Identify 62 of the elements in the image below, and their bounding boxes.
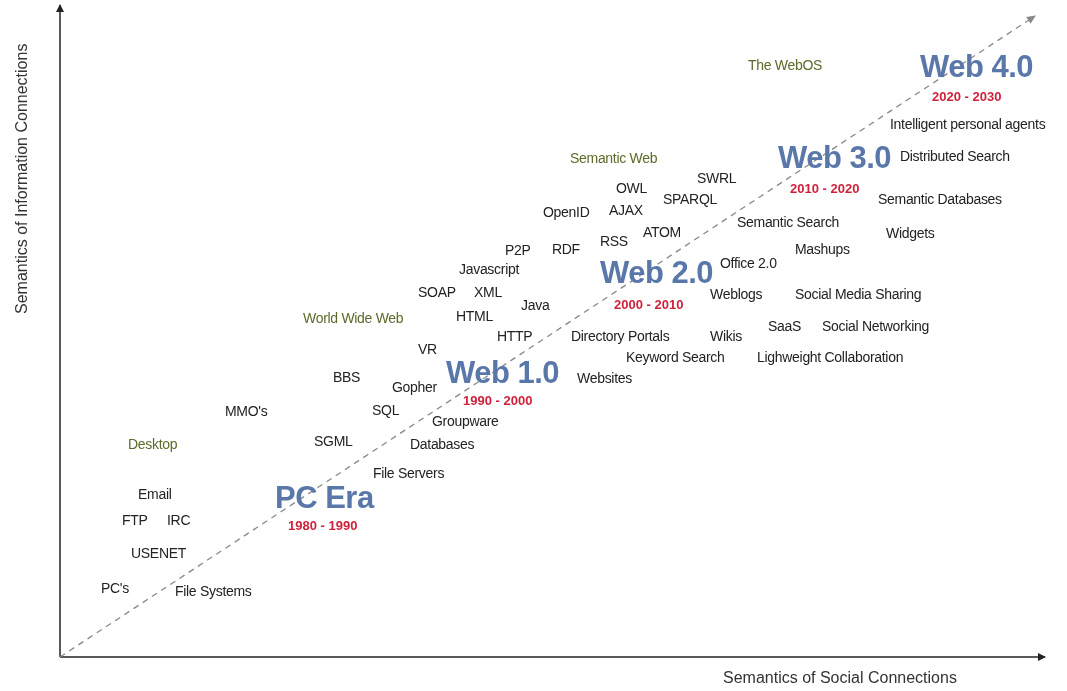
term-label: MMO's	[225, 404, 268, 420]
term-label: USENET	[131, 546, 186, 562]
era-label: PC Era	[275, 481, 374, 516]
era-label: Web 2.0	[600, 256, 714, 290]
term-label: PC's	[101, 581, 129, 597]
category-label: Desktop	[128, 437, 178, 453]
term-label: XML	[474, 285, 502, 301]
term-label: Databases	[410, 437, 475, 453]
era-label: Web 1.0	[446, 356, 560, 391]
axis-label: Semantics of Social Connections	[723, 669, 957, 687]
term-label: Social Media Sharing	[795, 287, 922, 303]
term-label: OpenID	[543, 205, 590, 221]
term-label: SPARQL	[663, 192, 717, 208]
term-label: Weblogs	[710, 287, 763, 303]
term-label: RSS	[600, 234, 628, 250]
term-label: Email	[138, 487, 172, 503]
term-label: Keyword Search	[626, 350, 725, 366]
term-label: RDF	[552, 242, 580, 258]
term-label: File Systems	[175, 584, 252, 600]
category-label: Semantic Web	[570, 151, 658, 167]
term-label: VR	[418, 342, 437, 358]
term-label: Javascript	[459, 262, 520, 278]
date-range-label: 2010 - 2020	[790, 182, 860, 197]
term-label: OWL	[616, 181, 647, 197]
term-label: Widgets	[886, 226, 935, 242]
term-label: ATOM	[643, 225, 681, 241]
term-label: SGML	[314, 434, 353, 450]
category-label: World Wide Web	[303, 311, 404, 327]
term-label: Gopher	[392, 380, 437, 396]
term-label: Distributed Search	[900, 149, 1010, 165]
date-range-label: 2000 - 2010	[614, 298, 684, 313]
term-label: Mashups	[795, 242, 850, 258]
era-label: Web 3.0	[778, 141, 892, 176]
term-label: Social Networking	[822, 319, 929, 335]
term-label: Semantic Search	[737, 215, 840, 231]
term-label: Office 2.0	[720, 256, 777, 272]
date-range-label: 1990 - 2000	[463, 394, 533, 409]
axis-label: Semantics of Information Connections	[13, 43, 31, 314]
term-label: SaaS	[768, 319, 802, 335]
term-label: HTTP	[497, 329, 533, 345]
term-label: Lighweight Collaboration	[757, 350, 904, 366]
term-label: P2P	[505, 243, 531, 259]
term-label: SWRL	[697, 171, 737, 187]
term-label: HTML	[456, 309, 493, 325]
term-label: BBS	[333, 370, 361, 386]
term-label: Wikis	[710, 329, 742, 345]
term-label: AJAX	[609, 203, 643, 219]
term-label: Semantic Databases	[878, 192, 1002, 208]
term-label: Websites	[577, 371, 632, 387]
term-label: File Servers	[373, 466, 445, 482]
term-label: SQL	[372, 403, 400, 419]
term-label: Groupware	[432, 414, 499, 430]
era-label: Web 4.0	[920, 50, 1034, 85]
term-label: Directory Portals	[571, 329, 670, 345]
term-label: Java	[521, 298, 550, 314]
term-label: SOAP	[418, 285, 456, 301]
term-label: Intelligent personal agents	[890, 117, 1046, 133]
date-range-label: 2020 - 2030	[932, 90, 1002, 105]
term-label: IRC	[167, 513, 191, 529]
category-label: The WebOS	[748, 58, 823, 74]
term-label: FTP	[122, 513, 148, 529]
date-range-label: 1980 - 1990	[288, 519, 358, 534]
